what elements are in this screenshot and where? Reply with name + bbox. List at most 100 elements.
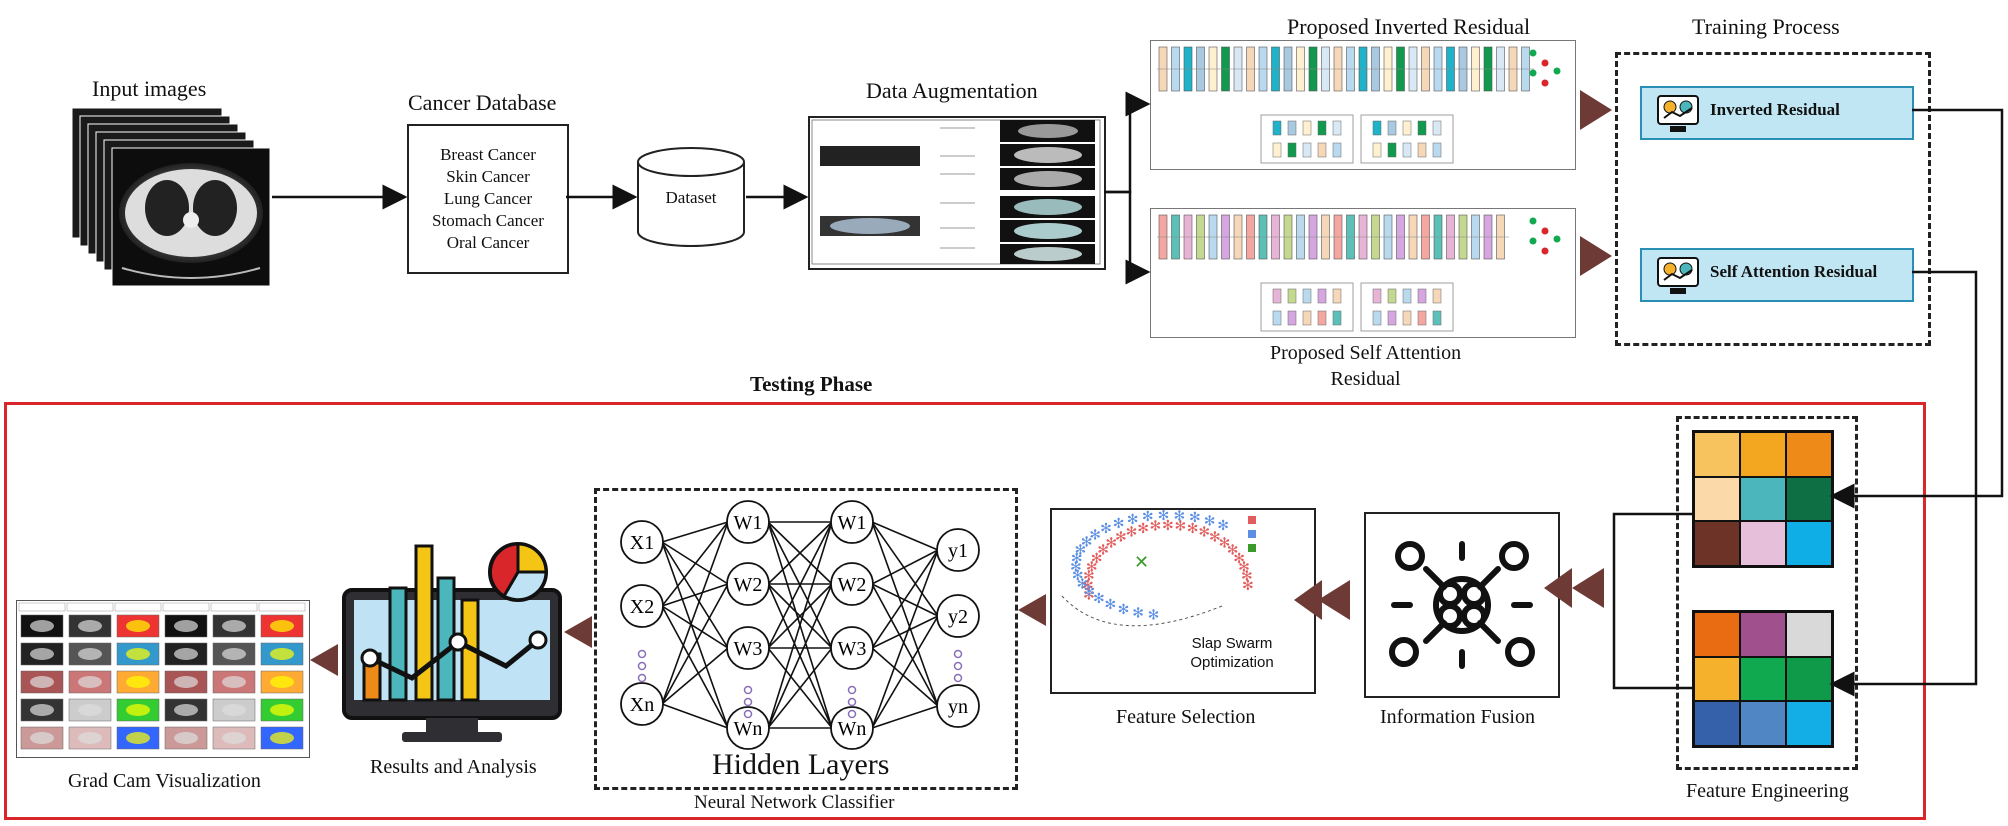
- svg-text:✻: ✻: [1115, 530, 1127, 545]
- nn-node-label: W1: [838, 512, 867, 534]
- svg-text:✻: ✻: [1148, 608, 1160, 623]
- feature-cell: [1740, 701, 1786, 746]
- nn-node: [726, 500, 770, 544]
- ai-monitor-icon: [1657, 257, 1699, 294]
- fusion-icon: [1389, 541, 1535, 669]
- data-augmentation-label: Data Augmentation: [866, 78, 1038, 103]
- nn-edge: [661, 703, 729, 729]
- information-fusion-box: [1364, 512, 1560, 698]
- nn-node-label: X1: [630, 532, 654, 554]
- svg-text:✻: ✻: [1162, 519, 1174, 534]
- svg-text:✻: ✻: [1089, 528, 1101, 543]
- ai-monitor-icon: [1657, 95, 1699, 132]
- cancer-database-box: Breast Cancer Skin Cancer Lung Cancer St…: [407, 124, 569, 274]
- ct-scan-image: [71, 107, 271, 287]
- svg-text:✻: ✻: [1075, 544, 1087, 559]
- nn-edge: [767, 521, 833, 585]
- nn-node: [830, 500, 874, 544]
- feature-cell: [1786, 701, 1832, 746]
- feature-grid-1: [1692, 430, 1834, 568]
- nn-edge: [767, 647, 833, 729]
- input-images-stack: [71, 107, 272, 288]
- nn-node: [620, 584, 664, 628]
- nn-edge: [767, 583, 833, 729]
- slap-swarm-text: Slap Swarm Optimization: [1162, 634, 1302, 672]
- svg-text:✻: ✻: [1081, 536, 1093, 551]
- nn-edge: [661, 647, 729, 705]
- nn-edge: [871, 549, 939, 649]
- feature-cell: [1740, 432, 1786, 477]
- proposed-self-attention-line2: Residual: [1330, 368, 1401, 390]
- svg-text:✻: ✻: [1076, 577, 1088, 592]
- nn-edge: [661, 583, 729, 705]
- feature-cell: [1786, 432, 1832, 477]
- cancer-type-stomach: Stomach Cancer: [432, 211, 544, 230]
- feature-cell: [1786, 476, 1832, 522]
- feature-cell: [1694, 476, 1740, 522]
- svg-text:✻: ✻: [1071, 552, 1083, 567]
- training-process-label: Training Process: [1692, 14, 1840, 39]
- inverted-residual-model-label: Inverted Residual: [1710, 100, 1840, 119]
- svg-text:✻: ✻: [1113, 517, 1125, 532]
- hidden-layers-label: Hidden Layers: [712, 748, 890, 781]
- feature-selection-label: Feature Selection: [1116, 706, 1256, 728]
- grad-cam-table: [16, 600, 310, 758]
- nn-edge: [661, 605, 729, 649]
- svg-text:✻: ✻: [1233, 552, 1245, 567]
- svg-text:✻: ✻: [1097, 544, 1109, 559]
- svg-text:✻: ✻: [1227, 544, 1239, 559]
- svg-text:✻: ✻: [1242, 579, 1254, 594]
- feature-cell: [1694, 521, 1740, 566]
- slap-swarm-diagram: ✻✻✻✻✻✻✻✻✻✻✻✻✻✻✻✻✻✻✻✻✻✻✻✻✻✻✻✻✻✻✻✻✻✻✻✻✻✻✻✻…: [1061, 509, 1256, 627]
- feature-cell: [1740, 612, 1786, 657]
- nn-node-label: yn: [948, 696, 968, 718]
- results-analysis-icon: [340, 538, 564, 746]
- nn-edge: [661, 521, 729, 543]
- nn-node: [726, 626, 770, 670]
- svg-text:✻: ✻: [1091, 552, 1103, 567]
- cancer-type-oral: Oral Cancer: [446, 233, 530, 252]
- svg-text:✻: ✻: [1241, 570, 1253, 585]
- testing-phase-label: Testing Phase: [750, 372, 873, 396]
- svg-text:✻: ✻: [1189, 511, 1201, 526]
- feature-cell: [1694, 612, 1740, 657]
- nn-node-label: W2: [838, 574, 867, 596]
- feature-cell: [1740, 656, 1786, 702]
- svg-text:✻: ✻: [1086, 560, 1098, 575]
- svg-text:✻: ✻: [1187, 522, 1199, 537]
- nn-node: [830, 562, 874, 606]
- nn-edge: [871, 521, 939, 551]
- nn-edge: [661, 583, 729, 607]
- flow-arrow-icon: [1580, 236, 1612, 276]
- slap-swarm-line2: Optimization: [1190, 654, 1274, 671]
- self-attention-architecture: [1150, 208, 1576, 338]
- nn-node-label: W3: [734, 638, 763, 660]
- nn-node-label: X2: [630, 596, 654, 618]
- svg-text:✻: ✻: [1072, 569, 1084, 584]
- data-augmentation-panel: [808, 116, 1106, 270]
- dataset-label: Dataset: [665, 188, 717, 207]
- feature-selection-box: ✻✻✻✻✻✻✻✻✻✻✻✻✻✻✻✻✻✻✻✻✻✻✻✻✻✻✻✻✻✻✻✻✻✻✻✻✻✻✻✻…: [1050, 508, 1316, 694]
- cancer-type-lung: Lung Cancer: [443, 189, 533, 208]
- nn-edge: [767, 521, 833, 729]
- proposed-self-attention-line1: Proposed Self Attention: [1270, 342, 1462, 364]
- svg-text:✻: ✻: [1127, 513, 1139, 528]
- feature-grid-2: [1692, 610, 1834, 748]
- cancer-type-list: Breast Cancer Skin Cancer Lung Cancer St…: [409, 126, 567, 254]
- feature-cell: [1694, 656, 1740, 702]
- nn-node: [936, 528, 980, 572]
- nn-edge: [871, 549, 939, 729]
- nn-edge: [871, 549, 939, 585]
- feature-cell: [1694, 432, 1740, 477]
- svg-text:✻: ✻: [1082, 579, 1094, 594]
- svg-text:✻: ✻: [1083, 588, 1095, 603]
- nn-node-label: Xn: [630, 694, 654, 716]
- feature-cell: [1694, 701, 1740, 746]
- svg-text:✻: ✻: [1084, 585, 1096, 600]
- flow-arrow-icon: [1580, 90, 1612, 130]
- nn-edge: [871, 615, 939, 649]
- grad-cam-visualization-label: Grad Cam Visualization: [68, 770, 261, 792]
- svg-text:✻: ✻: [1204, 514, 1216, 529]
- nn-edge: [661, 521, 729, 607]
- svg-text:✻: ✻: [1118, 603, 1130, 618]
